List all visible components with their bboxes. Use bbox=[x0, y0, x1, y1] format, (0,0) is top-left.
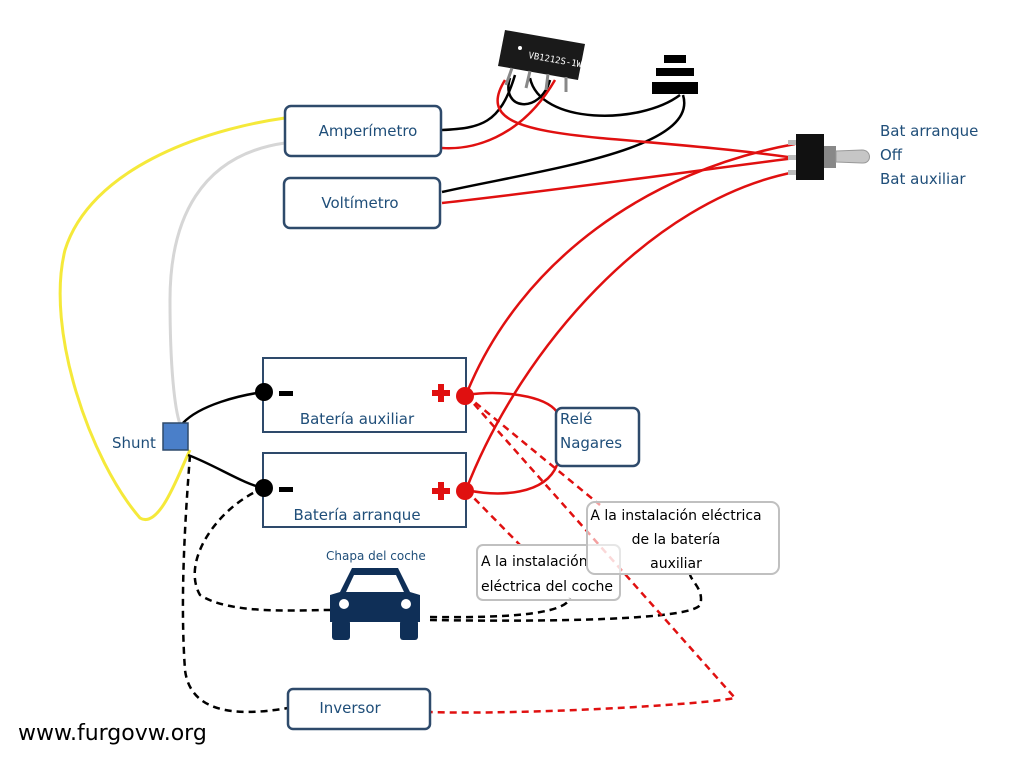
dashed-black-wire-chapa-coche bbox=[429, 597, 572, 619]
bateria-arranque-negative-terminal bbox=[255, 479, 273, 497]
voltimetro-box bbox=[282, 176, 442, 230]
watermark: www.furgovw.org bbox=[18, 721, 207, 746]
converter-chip: VB1212S-1W bbox=[498, 30, 585, 92]
red-wire-rele-auxiliar bbox=[465, 391, 559, 413]
shunt-block bbox=[162, 422, 189, 451]
voltimetro-label: Voltímetro bbox=[321, 194, 398, 212]
minus-icon bbox=[279, 391, 293, 396]
rele-label-line2: Nagares bbox=[560, 434, 622, 452]
destino-auxiliar-box bbox=[586, 501, 780, 575]
inversor-box bbox=[286, 687, 432, 731]
bateria-auxiliar-negative-terminal bbox=[255, 383, 273, 401]
red-wire-amperimetro-switch bbox=[441, 79, 557, 150]
red-wire-switch-auxiliar bbox=[464, 142, 796, 396]
dashed-black-wire-chapa-auxiliar bbox=[429, 573, 703, 622]
shunt-label: Shunt bbox=[112, 434, 156, 452]
destino-coche-line2: eléctrica del coche bbox=[481, 579, 613, 595]
plus-icon bbox=[432, 384, 450, 402]
destino-auxiliar-line1: A la instalación eléctrica bbox=[590, 508, 761, 524]
red-wire-chip-switch bbox=[496, 79, 796, 160]
bateria-arranque-label: Batería arranque bbox=[293, 506, 420, 524]
destino-auxiliar-line2: de la batería bbox=[632, 532, 721, 548]
switch-label-arranque: Bat arranque bbox=[880, 122, 978, 140]
chapa-label: Chapa del coche bbox=[326, 549, 426, 563]
switch-label-off: Off bbox=[880, 146, 903, 164]
toggle-switch bbox=[788, 134, 870, 180]
red-wire-voltimetro-switch bbox=[441, 156, 796, 205]
rele-label-line1: Relé bbox=[560, 410, 592, 428]
yellow-wire bbox=[58, 116, 286, 522]
wires bbox=[58, 74, 796, 714]
plus-icon bbox=[432, 482, 450, 500]
red-wire-switch-arranque bbox=[464, 170, 796, 491]
black-wire-shunt-aux bbox=[182, 390, 265, 424]
dashed-black-wire-shunt-inversor bbox=[181, 454, 289, 714]
rele-box bbox=[554, 406, 641, 468]
gray-wire bbox=[168, 141, 286, 425]
bateria-auxiliar-positive-terminal bbox=[456, 387, 474, 405]
switch-label-auxiliar: Bat auxiliar bbox=[880, 170, 966, 188]
car-icon bbox=[330, 568, 420, 640]
terminal-block-icon bbox=[652, 55, 698, 94]
destino-auxiliar-line3: auxiliar bbox=[650, 556, 702, 572]
dashed-black-wire-arranque-chapa bbox=[193, 486, 331, 612]
black-wire-amperimetro-chip bbox=[441, 74, 517, 132]
bateria-arranque-positive-terminal bbox=[456, 482, 474, 500]
amperimetro-label: Amperímetro bbox=[319, 122, 418, 140]
bateria-auxiliar-label: Batería auxiliar bbox=[300, 410, 415, 428]
red-wire-rele-arranque bbox=[465, 464, 559, 495]
black-wire-shunt-arr bbox=[187, 453, 265, 490]
dashed-red-wire-arranque-coche bbox=[465, 489, 521, 546]
destino-coche-line1: A la instalación bbox=[481, 554, 588, 570]
inversor-label: Inversor bbox=[319, 699, 381, 717]
dashed-red-wire-auxiliar-instalacion bbox=[465, 394, 601, 506]
minus-icon bbox=[279, 487, 293, 492]
black-wire-voltimetro bbox=[441, 94, 686, 194]
amperimetro-box bbox=[283, 104, 443, 158]
